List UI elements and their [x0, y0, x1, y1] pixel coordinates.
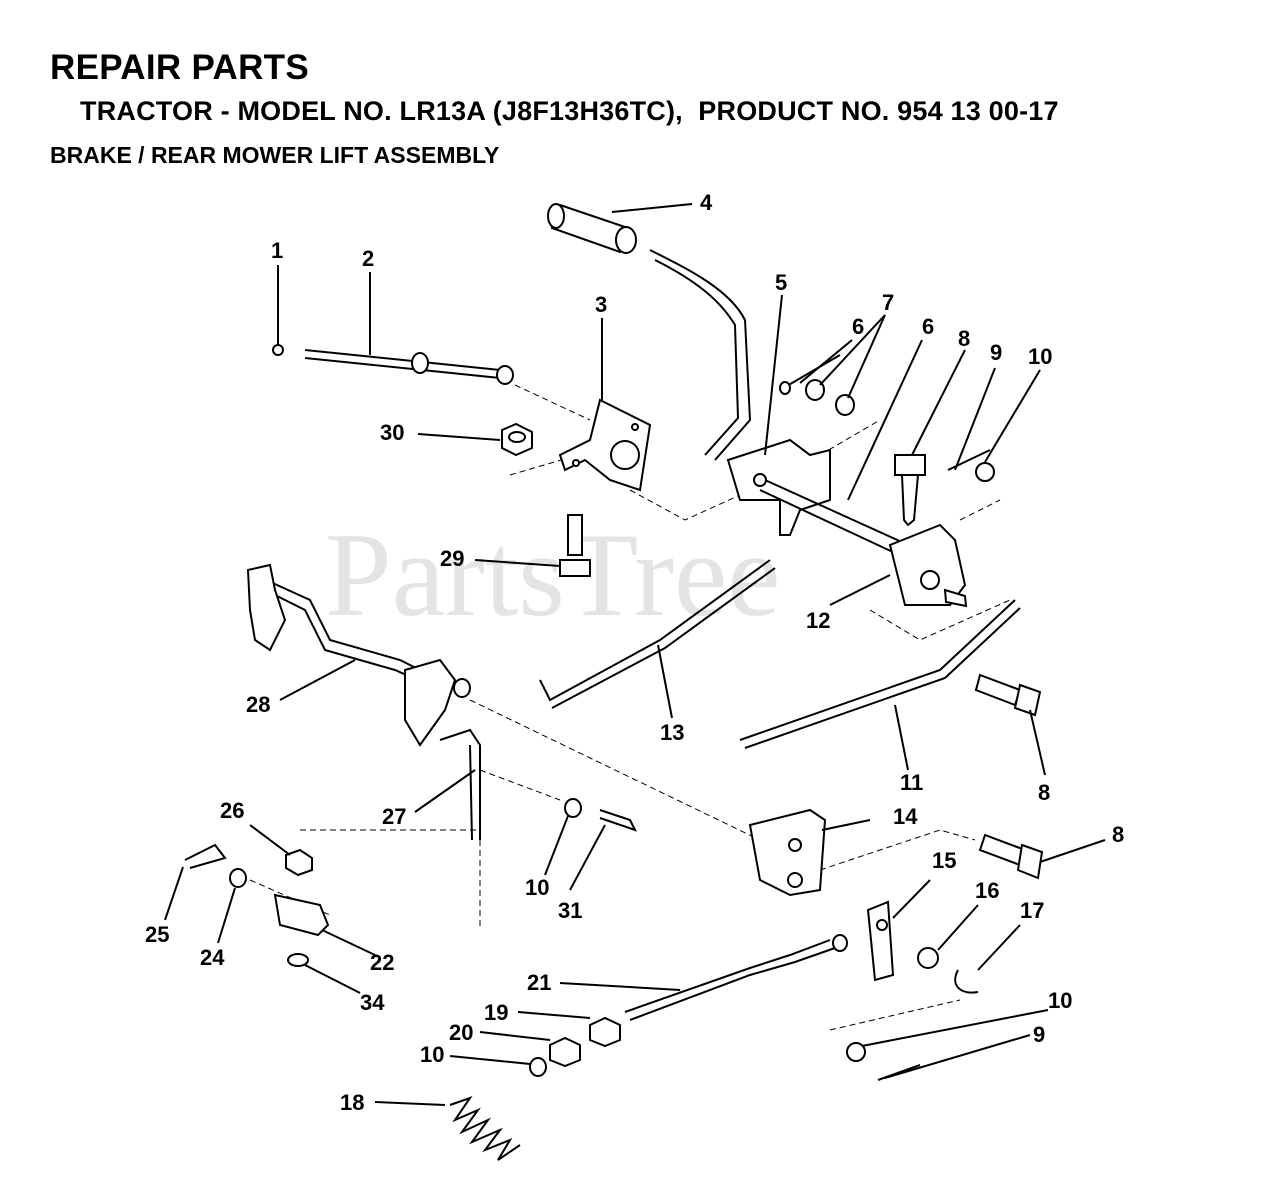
- page-title: REPAIR PARTS: [50, 48, 309, 87]
- callout-labels: 1 2 3 4 5 6 7 6 8 9 10 30 29 12 28 13 11…: [145, 190, 1124, 1115]
- callout-label: 5: [775, 270, 787, 295]
- pin-washers-top: [779, 354, 855, 416]
- callout-label: 34: [360, 990, 385, 1015]
- callout-label: 27: [382, 804, 406, 829]
- callout-label: 8: [958, 326, 970, 351]
- cross-shaft: [246, 563, 471, 747]
- lift-handle-grip: [547, 203, 637, 254]
- callout-label: 10: [1028, 344, 1052, 369]
- callout-label: 6: [852, 314, 864, 339]
- spring-hardware: [449, 1016, 621, 1161]
- callout-label: 8: [1038, 780, 1050, 805]
- callout-label: 10: [1048, 988, 1072, 1013]
- callout-label: 19: [484, 1000, 508, 1025]
- callout-label: 9: [1033, 1022, 1045, 1047]
- callout-label: 10: [525, 875, 549, 900]
- callout-label: 25: [145, 922, 169, 947]
- watermark: PartsTree: [325, 508, 781, 641]
- left-hardware: [184, 843, 330, 967]
- bolt-8-top: [894, 454, 926, 527]
- brake-rod: [272, 344, 514, 385]
- callout-label: 11: [900, 770, 923, 795]
- leader-lines: [164, 203, 1106, 1106]
- callout-label: 31: [558, 898, 582, 923]
- callout-label: 15: [932, 848, 956, 873]
- callout-label: 16: [975, 878, 999, 903]
- callout-label: 10: [420, 1042, 444, 1067]
- callout-label: 20: [449, 1020, 473, 1045]
- callout-label: 9: [990, 340, 1002, 365]
- callout-label: 7: [882, 290, 894, 315]
- callout-label: 26: [220, 798, 244, 823]
- callout-label: 3: [595, 292, 607, 317]
- callout-label: 22: [370, 950, 394, 975]
- washer-pin-mid: [564, 798, 637, 832]
- callout-label: 17: [1020, 898, 1044, 923]
- assembly-title: BRAKE / REAR MOWER LIFT ASSEMBLY: [50, 142, 500, 168]
- callout-label: 21: [527, 970, 551, 995]
- lift-rod-11: [739, 599, 1021, 749]
- model-subtitle: TRACTOR - MODEL NO. LR13A (J8F13H36TC), …: [80, 96, 1059, 126]
- lift-rod-13: [539, 559, 776, 709]
- bolt-29: [559, 514, 591, 577]
- right-hardware-15-17: [866, 900, 979, 994]
- callout-label: 2: [362, 246, 374, 271]
- lift-link-27: [439, 728, 481, 841]
- callout-label: 6: [922, 314, 934, 339]
- callout-label: 14: [893, 804, 918, 829]
- bolt-8-bottom: [978, 833, 1044, 880]
- mounting-bracket: [558, 398, 652, 492]
- bracket-14: [748, 808, 827, 897]
- callout-label: 24: [200, 945, 225, 970]
- callout-label: 28: [246, 692, 270, 717]
- hex-nut-30: [501, 422, 533, 457]
- callout-label: 30: [380, 420, 404, 445]
- callout-label: 4: [700, 190, 713, 215]
- pin-washer-bottom: [846, 1042, 921, 1081]
- callout-label: 18: [340, 1090, 364, 1115]
- callout-label: 8: [1112, 822, 1124, 847]
- brake-bracket: [888, 523, 968, 608]
- callout-label: 13: [660, 720, 684, 745]
- lift-lever: [649, 249, 916, 561]
- brake-rod-21: [624, 934, 848, 1021]
- callout-label: 12: [806, 608, 830, 633]
- callout-label: 29: [440, 546, 464, 571]
- pin-washer-right: [947, 449, 995, 482]
- callout-label: 1: [271, 238, 283, 263]
- bolt-8-mid: [974, 673, 1042, 717]
